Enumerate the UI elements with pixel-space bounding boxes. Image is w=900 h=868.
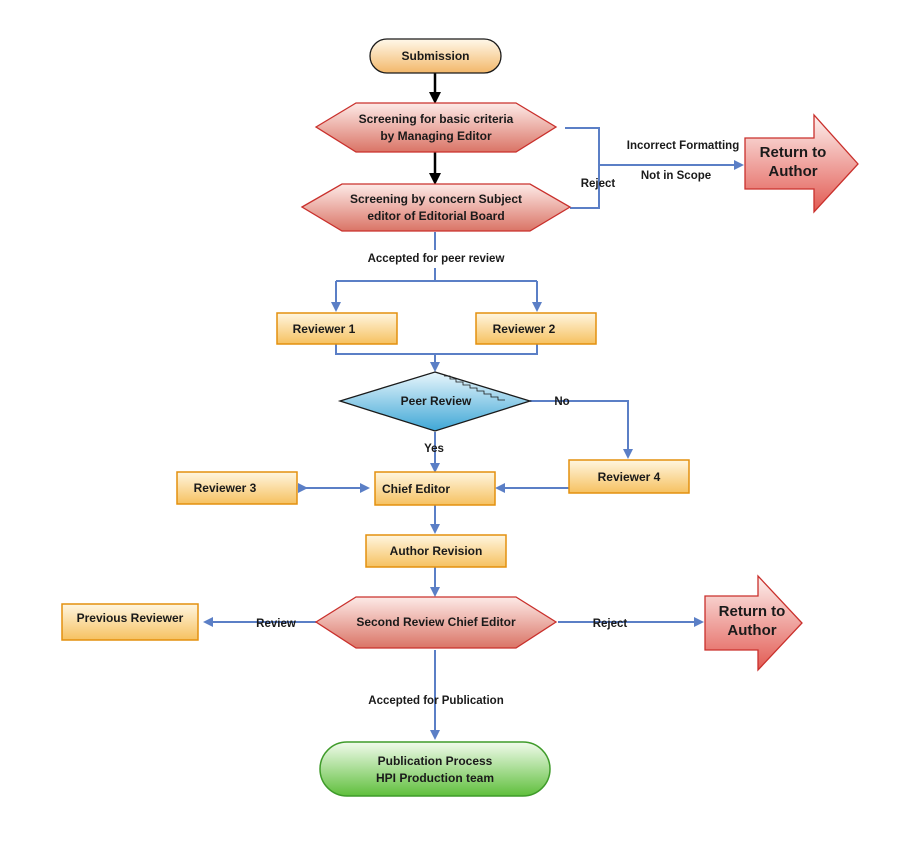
return-to-author-bottom-arrow [704,574,803,672]
return-to-author-bottom-label-2: Author [727,622,776,639]
edge-label-no: No [554,396,569,408]
chief-editor-label: Chief Editor [382,482,450,496]
edge-label-accepted-peer-review: Accepted for peer review [368,253,505,265]
screening-subject-label-2: editor of Editorial Board [367,209,504,223]
edge-reviewers-merge [335,343,538,355]
edge-label-reject-bottom: Reject [593,618,628,630]
return-to-author-top-label-1: Return to [760,144,827,161]
submission-node [369,38,502,74]
screening-basic-node [314,102,558,153]
edge-label-yes: Yes [424,443,444,455]
author-revision-label: Author Revision [390,544,483,558]
peer-review-label: Peer Review [401,394,472,408]
peer-review-step-decoration [444,375,505,401]
edge-reject-bracket-top [565,127,600,209]
second-review-node [314,596,558,649]
edge-peer-review-no [530,400,633,459]
reviewer3-node [176,471,298,505]
reviewer1-label: Reviewer 1 [293,322,356,336]
edge-label-incorrect-formatting: Incorrect Formatting [627,140,739,152]
reviewer4-node [568,459,690,494]
screening-subject-label-1: Screening by concern Subject [350,192,522,206]
screening-subject-node [300,183,572,232]
chief-editor-node [374,471,496,506]
author-revision-node [365,534,507,568]
edge-label-not-in-scope: Not in Scope [641,170,711,182]
peer-review-node [337,371,533,432]
screening-basic-label-1: Screening for basic criteria [359,112,514,126]
reviewer1-node [276,312,398,345]
screening-basic-label-2: by Managing Editor [380,129,492,143]
edge-label-accepted-publication: Accepted for Publication [368,695,503,707]
reviewer2-label: Reviewer 2 [493,322,556,336]
second-review-label: Second Review Chief Editor [356,615,516,629]
reviewer4-label: Reviewer 4 [598,470,661,484]
submission-label: Submission [401,49,469,63]
reviewer3-label: Reviewer 3 [194,481,257,495]
edge-label-reject-top: Reject [581,178,616,190]
return-to-author-bottom-label-1: Return to [719,603,786,620]
publication-label-2: HPI Production team [376,771,494,785]
previous-reviewer-label: Previous Reviewer [77,611,184,625]
return-to-author-top-label-2: Author [768,163,817,180]
publication-node [319,741,551,797]
publication-label-1: Publication Process [378,754,493,768]
previous-reviewer-node [61,603,199,641]
reviewer2-node [475,312,597,345]
return-to-author-top-arrow [744,113,859,214]
edge-label-review: Review [256,618,296,630]
